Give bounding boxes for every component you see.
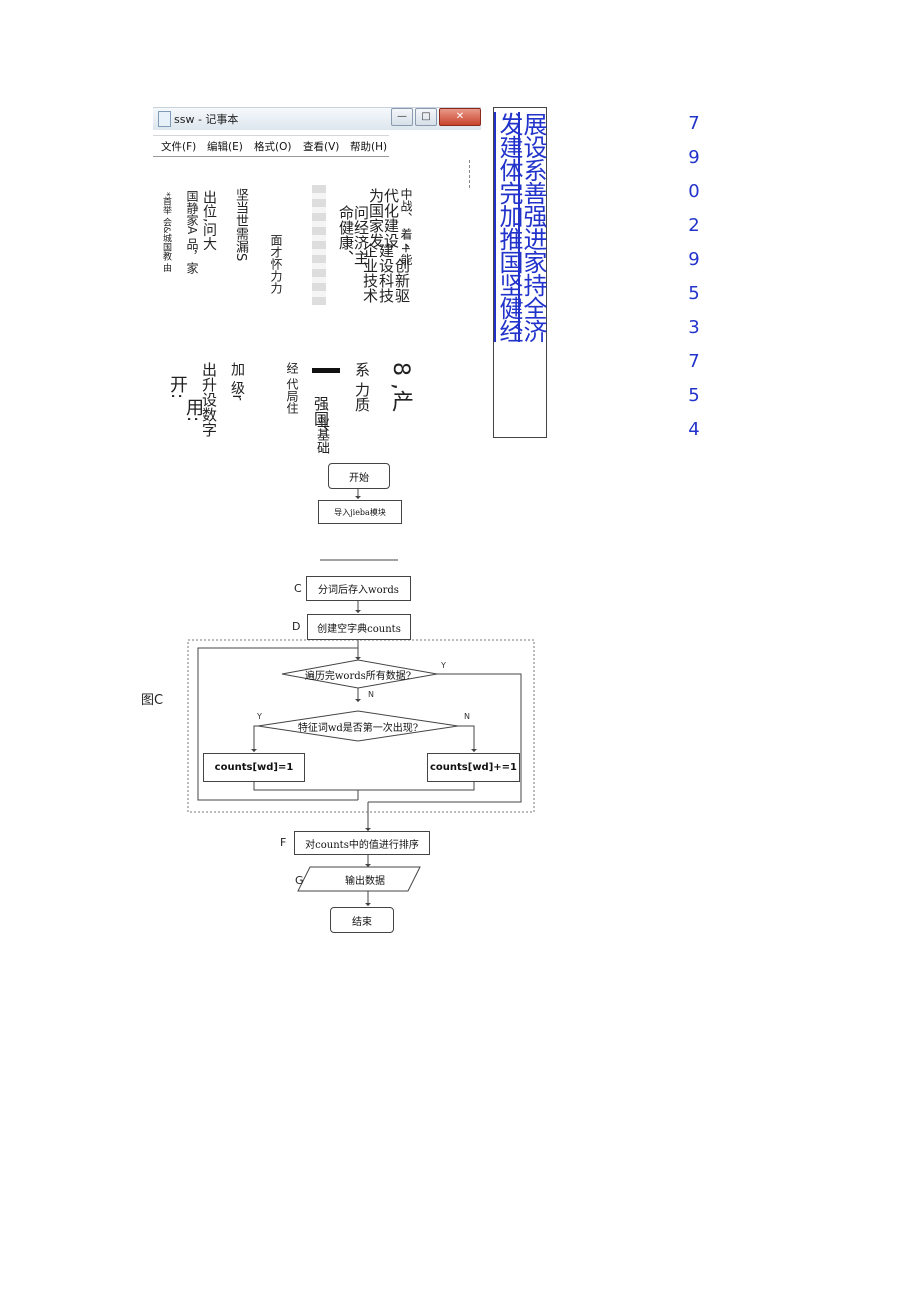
- loop-yes-label: Y: [441, 661, 446, 670]
- flow-increment: counts[wd]+=1: [427, 753, 520, 782]
- notepad-window-title: ssw - 记事本: [174, 113, 239, 126]
- digit: 5: [688, 283, 700, 304]
- menu-file[interactable]: 文件(F): [161, 141, 197, 153]
- step-d-label: D: [292, 620, 301, 633]
- notepad-text-col-7: 代化建设: [382, 188, 400, 248]
- notepad-text-col-2: 国静家A 品，家: [185, 190, 199, 275]
- figure-label: 图C: [141, 693, 164, 708]
- notepad-text-col-10: 命健康、: [337, 205, 355, 265]
- digit: 9: [688, 249, 700, 270]
- flow-step-c: 分词后存入words: [306, 576, 411, 601]
- flow-assign-one: counts[wd]=1: [203, 753, 305, 782]
- blue-text-column-1: 展设系善强进家持全济: [519, 112, 547, 342]
- flow-step-g: 输出数据: [345, 876, 385, 887]
- notepad-text-col-19: 强国、: [312, 396, 330, 441]
- step-f-label: F: [280, 836, 287, 849]
- notepad-text-col-17: 出升设数字: [200, 362, 218, 437]
- notepad-text-col-12: 建设科技: [377, 243, 395, 303]
- digit: 5: [688, 385, 700, 406]
- notepad-text-col-4: 坚当世需漏S: [233, 188, 248, 262]
- blue-text-column-2: 发建体完加推国坚健经: [495, 112, 523, 342]
- notepad-text-col-9: 问经济主: [352, 205, 370, 265]
- digit: 3: [688, 317, 700, 338]
- menu-format[interactable]: 格式(O): [254, 141, 292, 153]
- notepad-text-col-13: 企业技术: [361, 243, 379, 303]
- notepad-text-col-15: 用:: [183, 398, 204, 423]
- notepad-text-col-22: 8 ,产: [388, 362, 413, 412]
- notepad-menubar: [153, 135, 389, 157]
- text-bar-mark: [312, 368, 340, 373]
- notepad-text-col-21: 系 力质: [353, 362, 371, 412]
- blurred-text-block: [312, 185, 326, 305]
- digit-column: 7 9 0 2 9 5 3 7 5 4: [686, 114, 702, 454]
- notepad-text-col-6: 中战、 着 +能: [399, 188, 413, 266]
- notepad-text-col-11: 、创新驱: [393, 243, 411, 303]
- flow-step-f: 对counts中的值进行排序: [294, 831, 430, 855]
- minimize-button[interactable]: —: [391, 108, 413, 126]
- loop-no-label: N: [368, 690, 374, 699]
- blue-text-box: [493, 107, 547, 438]
- notepad-text-col-14: 开:: [167, 375, 188, 400]
- notepad-text-col-18: 经 代局住: [285, 362, 299, 414]
- notepad-text-col-16: 加 级r: [229, 362, 245, 401]
- digit: 9: [688, 147, 700, 168]
- step-c-label: C: [294, 582, 302, 595]
- notepad-text-col-8: 为国家发: [367, 188, 385, 248]
- maximize-button[interactable]: □: [415, 108, 437, 126]
- flow-import-jieba: 导入jieba模块: [318, 500, 402, 524]
- digit: 7: [688, 351, 700, 372]
- notepad-text-col-20: 业基础: [314, 415, 329, 454]
- text-caret-marks: [469, 160, 471, 188]
- flow-loop-condition: 遍历完words所有数据?: [304, 671, 412, 682]
- digit: 0: [688, 181, 700, 202]
- close-button[interactable]: ✕: [439, 108, 481, 126]
- notepad-text-col-5: 面才怀力力: [269, 234, 283, 294]
- digit: 7: [688, 113, 700, 134]
- menu-edit[interactable]: 编辑(E): [207, 141, 243, 153]
- digit: 4: [688, 419, 700, 440]
- first-yes-label: Y: [257, 712, 262, 721]
- first-no-label: N: [464, 712, 470, 721]
- flow-end: 结束: [330, 907, 394, 933]
- menu-view[interactable]: 查看(V): [303, 141, 340, 153]
- digit: 2: [688, 215, 700, 236]
- flow-start: 开始: [328, 463, 390, 489]
- flow-step-d: 创建空字典counts: [307, 614, 411, 640]
- step-g-label: G: [295, 874, 304, 887]
- notepad-text-col-1: *首举 会&城国教 由: [161, 192, 171, 273]
- flow-first-condition: 特征词wd是否第一次出现?: [297, 723, 419, 734]
- notepad-app-icon: [158, 111, 171, 127]
- menu-help[interactable]: 帮助(H): [350, 141, 388, 153]
- notepad-text-col-3: 出位,问大: [201, 190, 217, 251]
